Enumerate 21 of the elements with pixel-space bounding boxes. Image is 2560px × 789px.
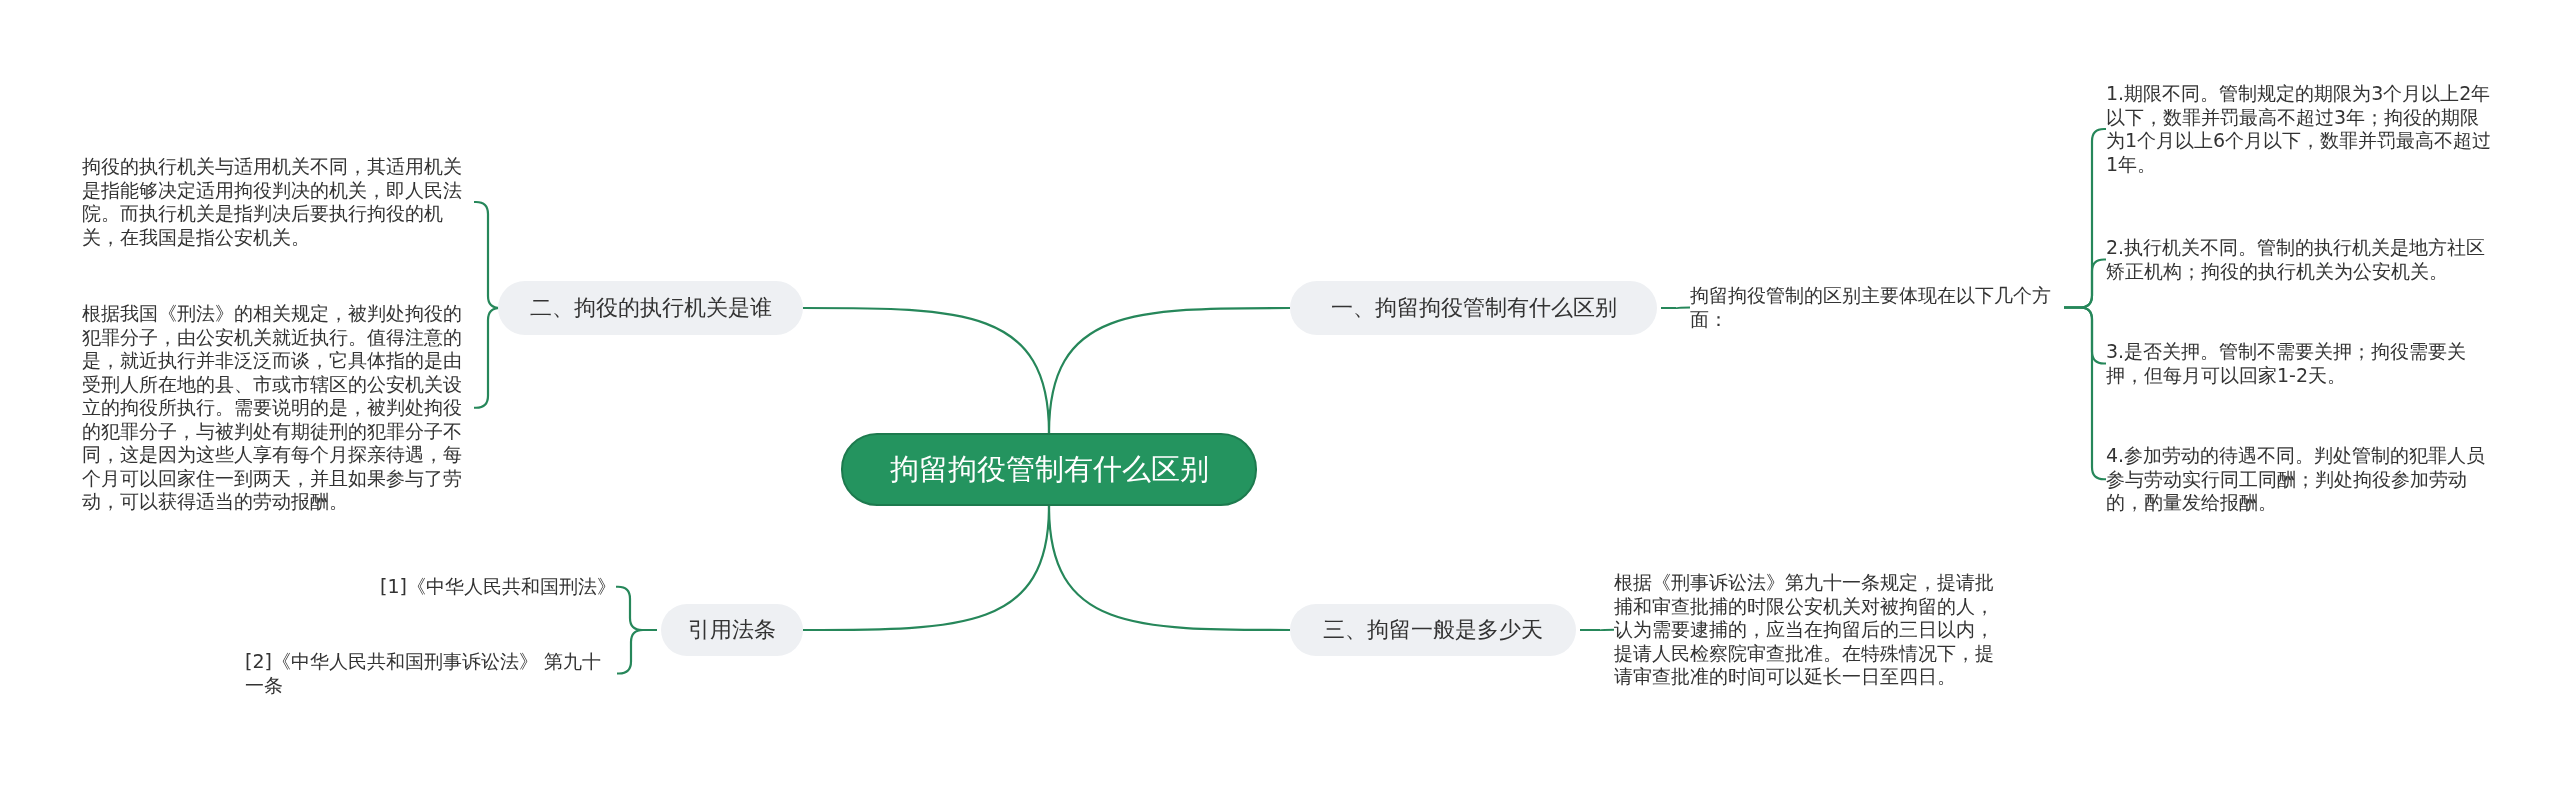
connector-line [2064,306,2106,481]
note-text: [1]《中华人民共和国刑法》 [372,575,616,599]
note-text: [2]《中华人民共和国刑事诉讼法》 第九十一条 [245,650,617,697]
note-text: 根据我国《刑法》的相关规定，被判处拘役的犯罪分子，由公安机关就近执行。值得注意的是，就近执行并非泛泛而谈，它具体指的是由受刑人所在地的县、市或市辖区的公安机关设立的拘役所执行。需要说明的是，被判处拘役的犯罪分子，与被判处有期徒刑的犯罪分子不同，这是因为这些人享有每个月探亲待遇，每个月可以回家住一到两天，并且如果参与了劳动，可以获得适当的劳动报酬。 [82,302,474,514]
note-text: 拘役的执行机关与适用机关不同，其适用机关是指能够决定适用拘役判决的机关，即人民法院。而执行机关是指判决后要执行拘役的机关，在我国是指公安机关。 [82,155,474,249]
central-topic: 拘留拘役管制有什么区别 [841,433,1257,506]
note-text: 拘留拘役管制的区别主要体现在以下几个方面： [1690,284,2060,331]
connector-line [803,505,1051,632]
note-text: 2.执行机关不同。管制的执行机关是地方社区矫正机构；拘役的执行机关为公安机关。 [2106,236,2496,283]
topic-pill: 一、拘留拘役管制有什么区别 [1290,281,1657,335]
topic-pill: 二、拘役的执行机关是谁 [498,281,803,335]
note-text: 1.期限不同。管制规定的期限为3个月以上2年以下，数罪并罚最高不超过3年；拘役的期限为1个月以上6个月以下，数罪并罚最高不超过1年。 [2106,82,2496,176]
note-text: 根据《刑事诉讼法》第九十一条规定，提请批捕和审查批捕的时限公安机关对被拘留的人，认为需要逮捕的，应当在拘留后的三日以内，提请人民检察院审查批准。在特殊情况下，提请审查批准的时间可以延长一日至四日。 [1614,571,2006,689]
connector-line [617,628,657,675]
connector-line [803,306,1051,434]
note-text: 3.是否关押。管制不需要关押；拘役需要关押，但每月可以回家1-2天。 [2106,340,2496,387]
connector-line [1661,306,1690,310]
note-text: 4.参加劳动的待遇不同。判处管制的犯罪人员参与劳动实行同工同酬；判处拘役参加劳动的，酌量发给报酬。 [2106,444,2496,515]
topic-pill: 引用法条 [661,604,803,656]
connector-line [1580,628,1614,632]
topic-pill: 三、拘留一般是多少天 [1290,604,1576,656]
